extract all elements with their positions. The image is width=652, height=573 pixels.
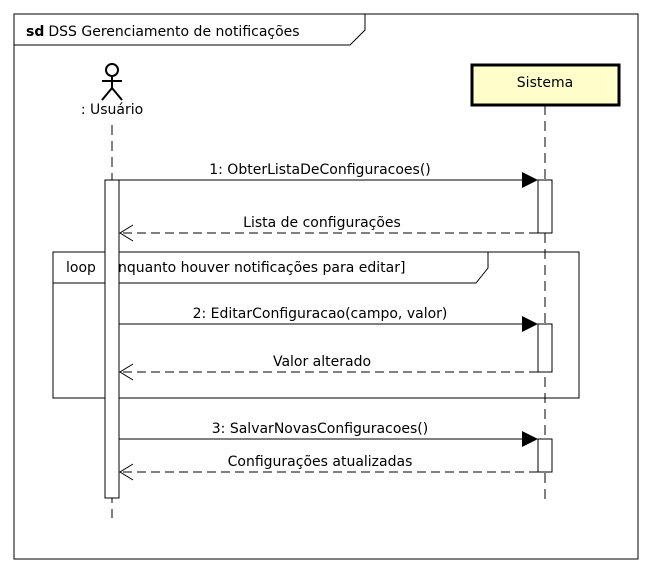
- actor-right-leg: [111, 87, 123, 101]
- message-6-arrowhead: [119, 463, 134, 481]
- loop-fragment-tab: [52, 251, 489, 284]
- loop-fragment-label: loop [enquanto houver notificações para e…: [66, 260, 405, 276]
- actor-left-leg: [101, 87, 113, 101]
- frame-keyword: sd: [26, 24, 44, 40]
- system-activation-bar-1: [537, 179, 553, 234]
- frame-title-tab: [13, 13, 366, 46]
- system-participant-label: Sistema: [517, 75, 573, 91]
- message-2-arrowhead: [119, 224, 134, 242]
- message-5-arrowhead: [522, 431, 538, 447]
- frame-title-text: DSS Gerenciamento de notificações: [48, 24, 299, 40]
- system-activation-bar-3: [537, 438, 553, 473]
- actor-activation-bar: [104, 179, 120, 499]
- message-1-arrowhead: [522, 172, 538, 188]
- loop-operator: loop: [66, 260, 96, 276]
- message-6-label: Configurações atualizadas: [228, 454, 413, 470]
- actor-label: : Usuário: [81, 102, 143, 118]
- loop-guard: [enquanto houver notificações para edita…: [104, 260, 406, 276]
- message-4-label: Valor alterado: [273, 354, 371, 370]
- system-activation-bar-2: [537, 323, 553, 373]
- message-4-arrowhead: [119, 363, 134, 381]
- message-5-label: 3: SalvarNovasConfiguracoes(): [212, 421, 428, 437]
- message-1-label: 1: ObterListaDeConfiguracoes(): [209, 162, 431, 178]
- message-2-label: Lista de configurações: [243, 215, 401, 231]
- message-3-label: 2: EditarConfiguracao(campo, valor): [193, 306, 448, 322]
- system-participant-box: [470, 63, 621, 107]
- actor-usuario: : Usuário: [81, 63, 143, 118]
- actor-head: [105, 63, 119, 77]
- message-3-arrowhead: [522, 316, 538, 332]
